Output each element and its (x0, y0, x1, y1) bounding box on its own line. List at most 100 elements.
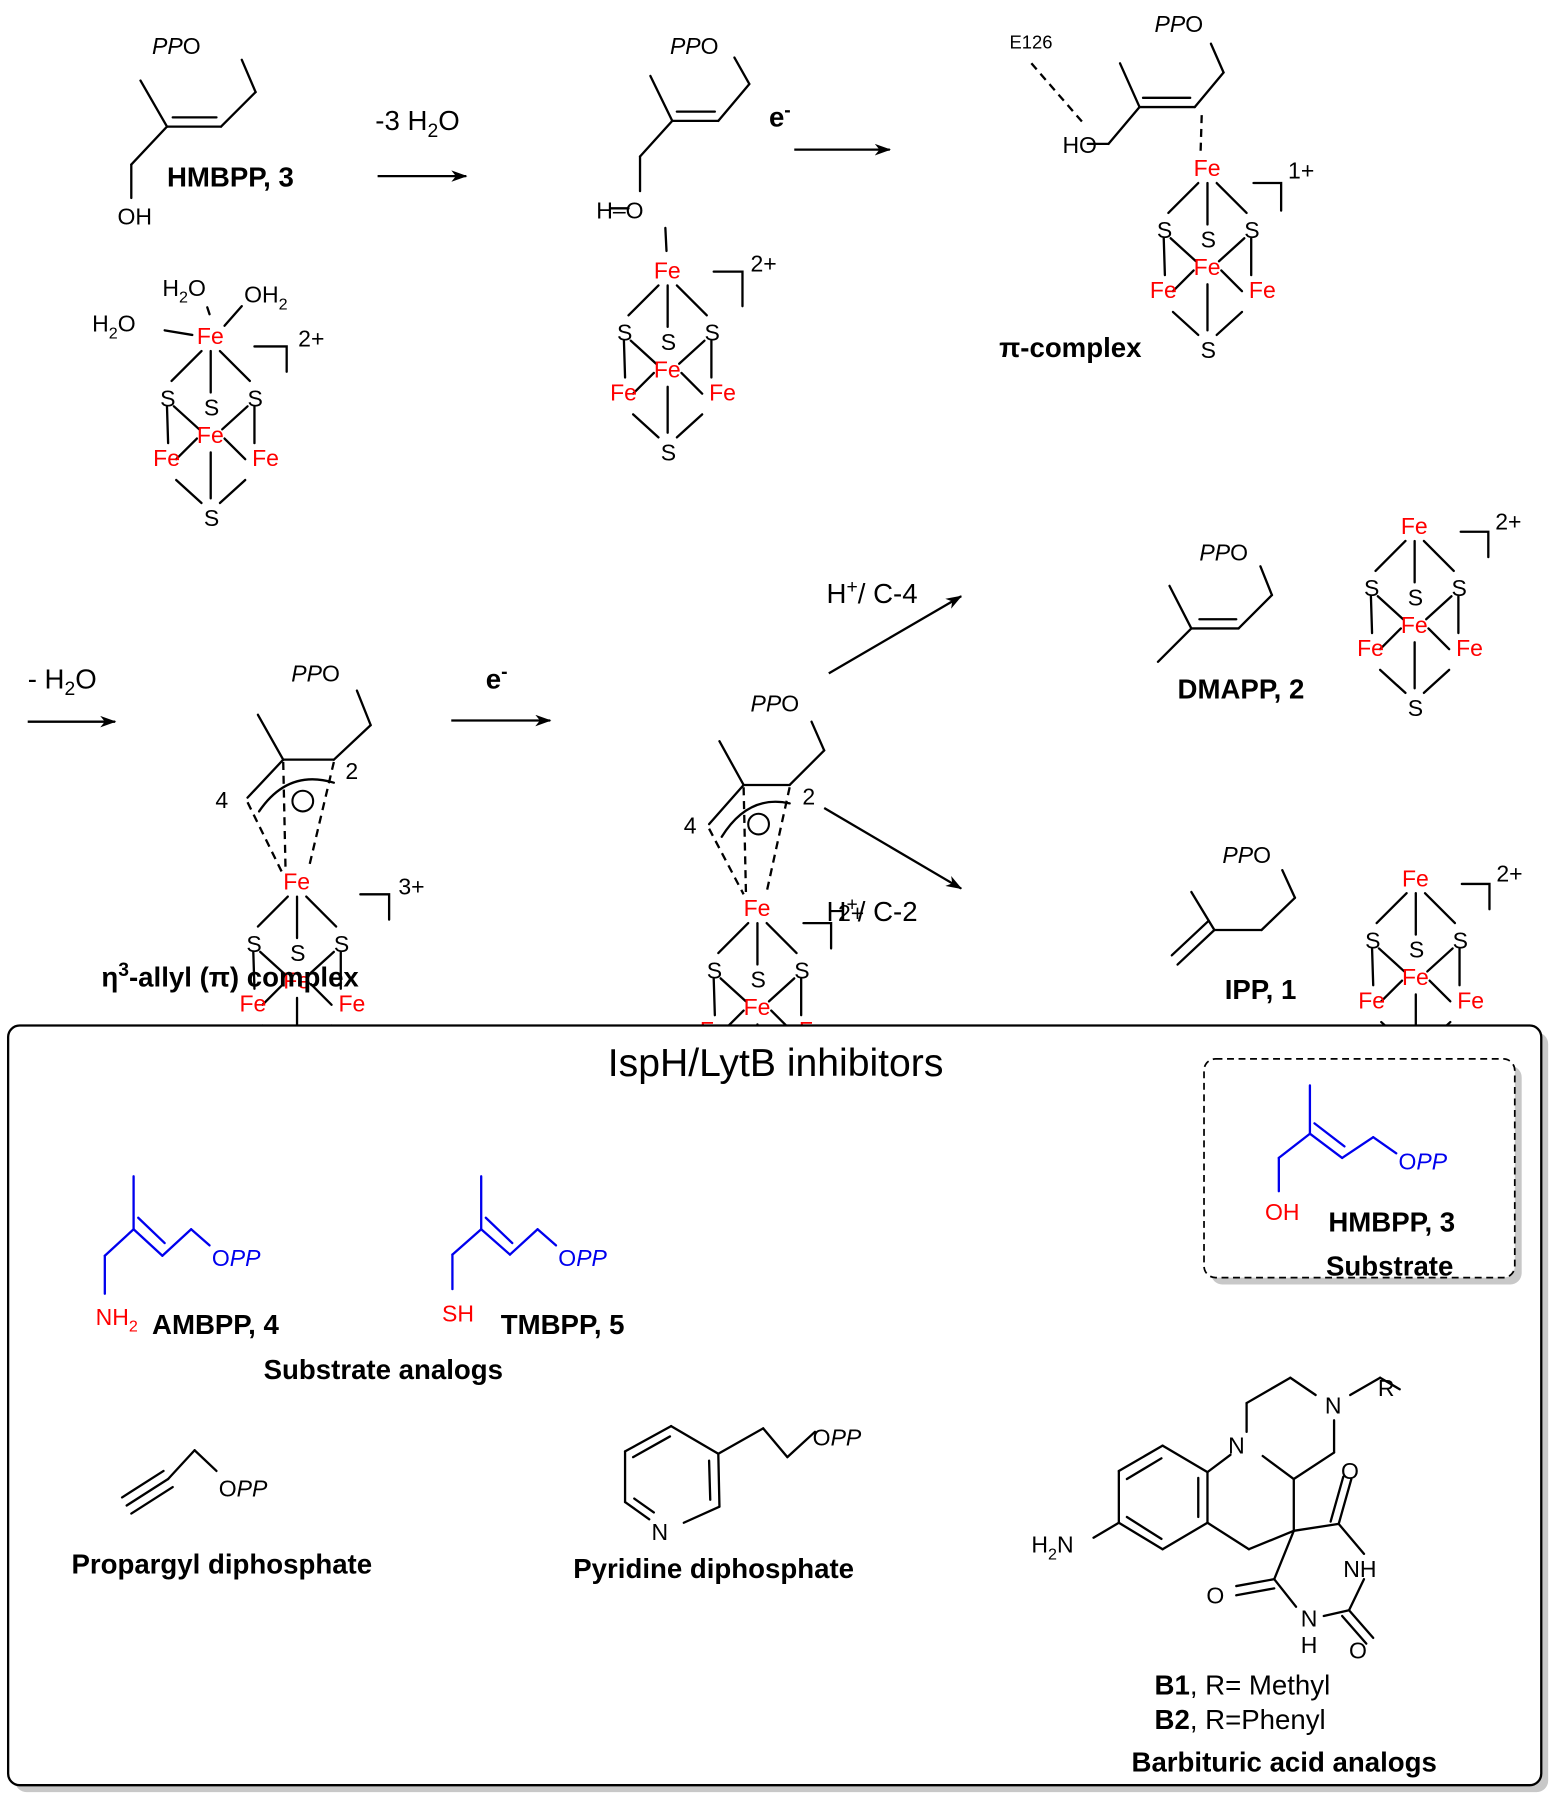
ring-n: N (1228, 1433, 1245, 1459)
pyridine-label: Pyridine diphosphate (573, 1553, 854, 1584)
pyridine-n: N (652, 1519, 669, 1545)
r-group: R (1378, 1375, 1395, 1401)
s-atom: S (794, 957, 809, 983)
charge-label: 2+ (1495, 508, 1521, 534)
charge-label: 1+ (1288, 157, 1314, 183)
c4-locant: 4 (215, 787, 228, 813)
charge-label: 2+ (1496, 861, 1522, 887)
condition-text: e-​ (769, 100, 791, 132)
fe4s4-resting-cluster: Fe S S S Fe Fe Fe S H2​O H2​O OH2​ 2+ (92, 275, 324, 531)
propargyl-label: Propargyl diphosphate (71, 1548, 372, 1579)
s-atom: S (1451, 575, 1466, 601)
variant-b2: B2, R=Phenyl (1155, 1704, 1326, 1735)
fe-atom: Fe (1194, 155, 1221, 181)
s-atom: S (204, 505, 219, 531)
ambpp-structure: OPP NH2​ AMBPP, 4 (96, 1175, 279, 1340)
fe-atom: Fe (1358, 987, 1385, 1013)
barbiturate-structure: N N R H2N O O O NH N H B1, R= Methyl B2,… (1031, 1375, 1436, 1777)
charge-label: 2+ (751, 251, 777, 277)
variant-b1: B1, R= Methyl (1155, 1669, 1331, 1700)
s-atom: S (1408, 584, 1423, 610)
s-atom: S (204, 395, 219, 421)
fe4s4-product-cluster-top: Fe S S S Fe Fe Fe S 2+ (1357, 508, 1521, 720)
charge-label: 2+ (838, 900, 864, 926)
condition-text: e-​ (486, 662, 508, 694)
fe-atom: Fe (283, 968, 310, 994)
pi-complex-label: π-complex (999, 332, 1142, 363)
opp-text: OPP (558, 1245, 607, 1271)
c2-locant: 2 (345, 758, 358, 784)
s-atom: S (751, 967, 766, 993)
s-atom: S (334, 931, 349, 957)
opp-text: OPP (1399, 1148, 1448, 1174)
s-atom: S (707, 957, 722, 983)
ppo-text: PPO (1155, 11, 1204, 37)
alkoxide-complex: PPO H–O (596, 33, 751, 253)
fe4s4-cluster-1plus: Fe S S S Fe Fe Fe S 1+ (1150, 155, 1314, 363)
nh-group: NH (1343, 1556, 1376, 1582)
charge-label: 3+ (398, 873, 424, 899)
ipp-label: IPP, 1 (1225, 974, 1297, 1005)
fe-atom: Fe (654, 258, 681, 284)
substrate-box: OPP OH HMBPP, 3 Substrate (1203, 1058, 1522, 1285)
s-atom: S (617, 320, 632, 346)
ambpp-label: AMBPP, 4 (152, 1309, 279, 1340)
condition-text: H+​/ C-2 (826, 894, 917, 926)
dmapp-label: DMAPP, 2 (1178, 674, 1305, 705)
oh2-text: OH2​ (244, 282, 288, 314)
s-atom: S (160, 385, 175, 411)
carbonyl-o: O (1341, 1458, 1359, 1484)
ipp-structure: PPO IPP, 1 (1170, 842, 1297, 1005)
reaction-arrow-reduction-2: e-​ (451, 662, 552, 727)
ring-n: N (1325, 1392, 1342, 1418)
pi-complex: E126 PPO HO (1010, 11, 1225, 158)
s-atom: S (1409, 937, 1424, 963)
fe-atom: Fe (239, 991, 266, 1017)
fe-atom: Fe (197, 422, 224, 448)
h-o-text: H–O (596, 198, 643, 224)
fe-atom: Fe (283, 869, 310, 895)
s-atom: S (1408, 695, 1423, 721)
oh-group: OH (1265, 1199, 1299, 1225)
s-atom: S (248, 385, 263, 411)
condition-text: H+​/ C-4 (826, 577, 917, 609)
charge-label: 2+ (298, 325, 324, 351)
oh-text: OH (117, 203, 152, 229)
fe4s4-cluster-3plus: Fe S S S Fe Fe Fe S 3+ (239, 869, 424, 1077)
ppo-text: PPO (751, 690, 800, 716)
fe-atom: Fe (610, 380, 637, 406)
h2o-top: H2​O (162, 275, 205, 307)
fe-atom: Fe (1357, 635, 1384, 661)
fe-atom: Fe (1402, 865, 1429, 891)
s-atom: S (246, 931, 261, 957)
fe-atom: Fe (197, 323, 224, 349)
nh-h: H (1301, 1632, 1318, 1658)
branch-arrow-c4: H+​/ C-4 (826, 577, 963, 675)
ppo-text: PPO (152, 33, 201, 59)
s-atom: S (661, 439, 676, 465)
s-atom: S (290, 940, 305, 966)
reduced-allyl-complex: PPO 4 2 (684, 690, 826, 895)
s-atom: S (1201, 337, 1216, 363)
ppo-text: PPO (670, 33, 719, 59)
s-atom: S (1364, 575, 1379, 601)
opp-text: OPP (813, 1425, 862, 1451)
s-atom: S (1201, 226, 1216, 252)
fe-atom: Fe (1402, 964, 1429, 990)
condition-text: -3 H2​O (375, 105, 459, 142)
c2-locant: 2 (802, 784, 815, 810)
reaction-arrow-dehydration-2: - H2​O (28, 663, 117, 728)
reaction-arrow-reduction-1: e-​ (769, 100, 891, 156)
s-atom: S (1244, 217, 1259, 243)
fe-atom: Fe (1249, 277, 1276, 303)
s-atom: S (661, 329, 676, 355)
opp-text: OPP (219, 1475, 268, 1501)
s-atom: S (1453, 927, 1468, 953)
fe-atom: Fe (1457, 987, 1484, 1013)
hmbpp-structure: PPO OH HMBPP, 3 (117, 33, 293, 229)
inhibitor-panel: IspH/LytB inhibitors OPP NH2​ AMBPP, 4 O… (6, 1024, 1549, 1793)
carbonyl-o: O (1206, 1582, 1224, 1608)
fe-atom: Fe (1401, 513, 1428, 539)
h2n-group: H2N (1031, 1532, 1073, 1564)
hmbpp-label: HMBPP, 3 (167, 161, 294, 192)
